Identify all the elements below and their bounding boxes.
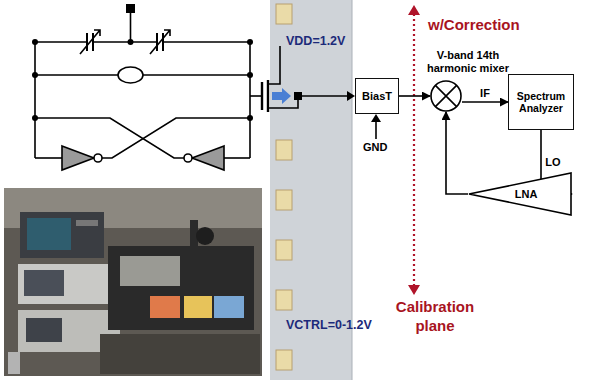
chip-die [276, 140, 292, 160]
lab-photo [196, 227, 214, 245]
vco-schematic [268, 46, 280, 84]
vco-schematic [35, 41, 250, 43]
vco-schematic [102, 118, 250, 158]
ground-arrow [371, 114, 381, 139]
vco-schematic [224, 157, 250, 159]
vco-schematic [35, 157, 62, 159]
lab-photo [18, 264, 120, 304]
node-text: BiasT [362, 90, 392, 103]
vco-schematic [184, 154, 192, 162]
output-arrow [272, 88, 291, 104]
node-text: V-band 14th harmonic mixer [420, 49, 516, 74]
calibration-plane-line [408, 285, 420, 295]
signal-connector [446, 112, 468, 194]
lab-photo [4, 188, 262, 376]
lab-photo [214, 296, 244, 318]
vco-schematic [247, 39, 253, 45]
lab-photo [26, 318, 62, 342]
vco-schematic [250, 95, 262, 97]
amplifier-triangle [469, 173, 571, 215]
mixer-circle [431, 81, 461, 111]
lab-photo [108, 246, 254, 330]
spectrum-analyzer-box: Spectrum Analyzer [508, 74, 574, 130]
chip-die [276, 240, 292, 260]
calibration-plane-line [408, 5, 420, 15]
signal-label: IF [478, 87, 492, 99]
chip-die [276, 190, 292, 210]
signal-label: LO [543, 156, 562, 168]
calibration-plane-line [408, 5, 420, 295]
lab-photo [27, 218, 71, 250]
vco-schematic [126, 4, 135, 13]
lab-photo [184, 296, 212, 318]
chip-die [276, 4, 292, 24]
lab-photo [24, 270, 64, 296]
node-text: LNA [515, 188, 538, 201]
lab-photo [150, 296, 180, 318]
vco-schematic [87, 33, 163, 51]
vco-schematic [261, 82, 263, 110]
mixer-symbol: V-band 14th harmonic mixer [430, 80, 462, 112]
ground-arrow [371, 114, 381, 122]
node-text: Spectrum Analyzer [513, 90, 569, 114]
vco-schematic [130, 13, 132, 42]
control-voltage-label: VCTRL=0-1.2V [286, 318, 372, 334]
vco-schematic [294, 92, 302, 100]
lab-photo [8, 352, 20, 374]
signal-connector [399, 95, 430, 97]
bias-tee-box: BiasT [355, 78, 399, 114]
lna-amplifier: LNA [468, 172, 572, 216]
correction-label: w/Correction [428, 16, 520, 35]
vco-schematic [35, 42, 250, 158]
mixer-circle [430, 80, 462, 112]
vco-schematic [35, 118, 184, 158]
vco-schematic [192, 146, 224, 170]
signal-connector [462, 101, 508, 103]
mixer-cross [435, 85, 456, 106]
lab-photo [4, 188, 262, 376]
vco-schematic [128, 39, 134, 45]
calibration-plane-line [413, 14, 415, 286]
ground-arrow [375, 122, 377, 139]
vco-schematic [32, 4, 302, 170]
vco-schematic [62, 146, 94, 170]
calibration-plane-label: Calibration plane [380, 298, 490, 336]
vco-schematic [32, 39, 38, 45]
vco-schematic [80, 30, 170, 54]
chip-die [276, 350, 292, 370]
vco-schematic [32, 72, 38, 78]
lab-photo [100, 334, 260, 374]
ground-label: GND [363, 141, 387, 155]
pad-wire [302, 95, 347, 97]
vco-schematic [94, 154, 102, 162]
supply-label: VDD=1.2V [286, 34, 345, 50]
pad-wire [347, 91, 355, 101]
pad-wire [302, 91, 355, 101]
lab-photo [120, 256, 180, 286]
lab-photo [76, 220, 98, 226]
lab-photo [20, 212, 104, 258]
chip-die [276, 290, 292, 310]
vco-schematic [118, 67, 143, 83]
vco-schematic [247, 72, 253, 78]
